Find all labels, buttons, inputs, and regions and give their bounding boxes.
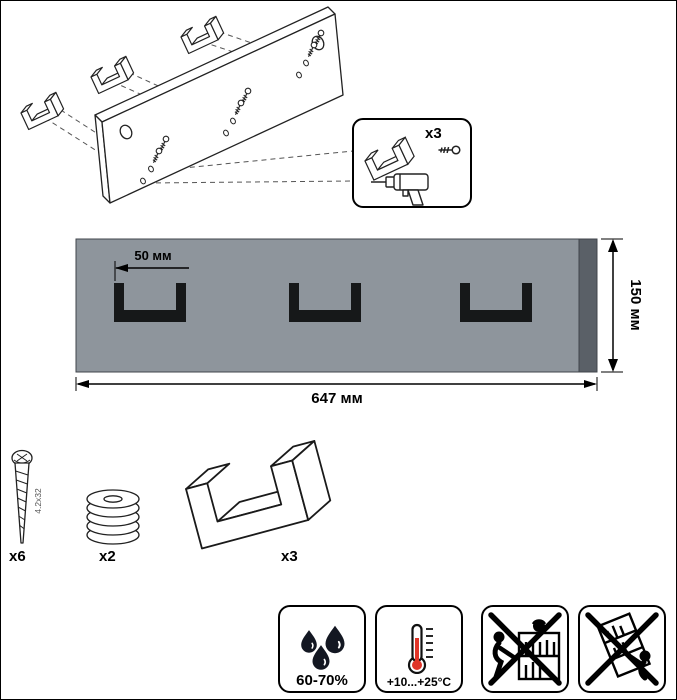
panel-side-edge xyxy=(578,238,598,373)
panel-face xyxy=(75,238,580,373)
no-tipping-icon xyxy=(585,612,659,686)
dimension-647mm: 647 мм xyxy=(75,377,598,407)
assembly-diagram: x3 xyxy=(18,6,472,208)
assembly-detail-callout: x3 xyxy=(352,118,472,208)
humidity-warning-box: 60-70% xyxy=(278,605,366,693)
drill-icon xyxy=(371,173,429,206)
screw-size-label: 4.2x32 xyxy=(33,488,43,514)
hook-exploded-3 xyxy=(178,15,226,55)
hook-part-icon xyxy=(183,441,334,549)
height-dimension-label: 150 мм xyxy=(627,279,644,330)
no-climbing-warning-box xyxy=(481,605,569,693)
panel-front-view xyxy=(75,238,598,373)
warning-icons-row: 60-70% +10...+25°C xyxy=(1,605,676,699)
temperature-label: +10...+25°C xyxy=(386,675,452,689)
wall-panel-exploded xyxy=(94,6,344,204)
no-climbing-icon xyxy=(488,612,562,686)
panel-dimension-drawing: 50 мм 150 мм 647 мм xyxy=(75,238,644,407)
screw-count-label: x6 xyxy=(9,548,26,565)
parts-list: 4.2x32 x6 x2 x3 xyxy=(9,439,401,565)
hook-exploded-2 xyxy=(88,55,136,95)
washers-part-icon xyxy=(86,489,140,545)
washer-count-label: x2 xyxy=(99,548,116,565)
dimension-150mm: 150 мм xyxy=(601,238,644,373)
humidity-label: 60-70% xyxy=(296,672,348,689)
temperature-warning-box: +10...+25°C xyxy=(375,605,463,693)
callout-count-label: x3 xyxy=(425,125,442,142)
no-tipping-warning-box xyxy=(578,605,666,693)
screw-part-icon xyxy=(11,449,33,544)
temperature-icon xyxy=(407,623,433,674)
humidity-icon xyxy=(301,625,345,670)
width-dimension-label: 647 мм xyxy=(311,390,362,407)
mount-hole xyxy=(119,124,133,140)
hook-exploded-1 xyxy=(18,91,66,131)
hook-count-label: x3 xyxy=(281,548,298,565)
pilot-holes xyxy=(140,59,309,185)
offset-dimension-label: 50 мм xyxy=(134,248,171,263)
dimension-50mm: 50 мм xyxy=(114,248,189,281)
